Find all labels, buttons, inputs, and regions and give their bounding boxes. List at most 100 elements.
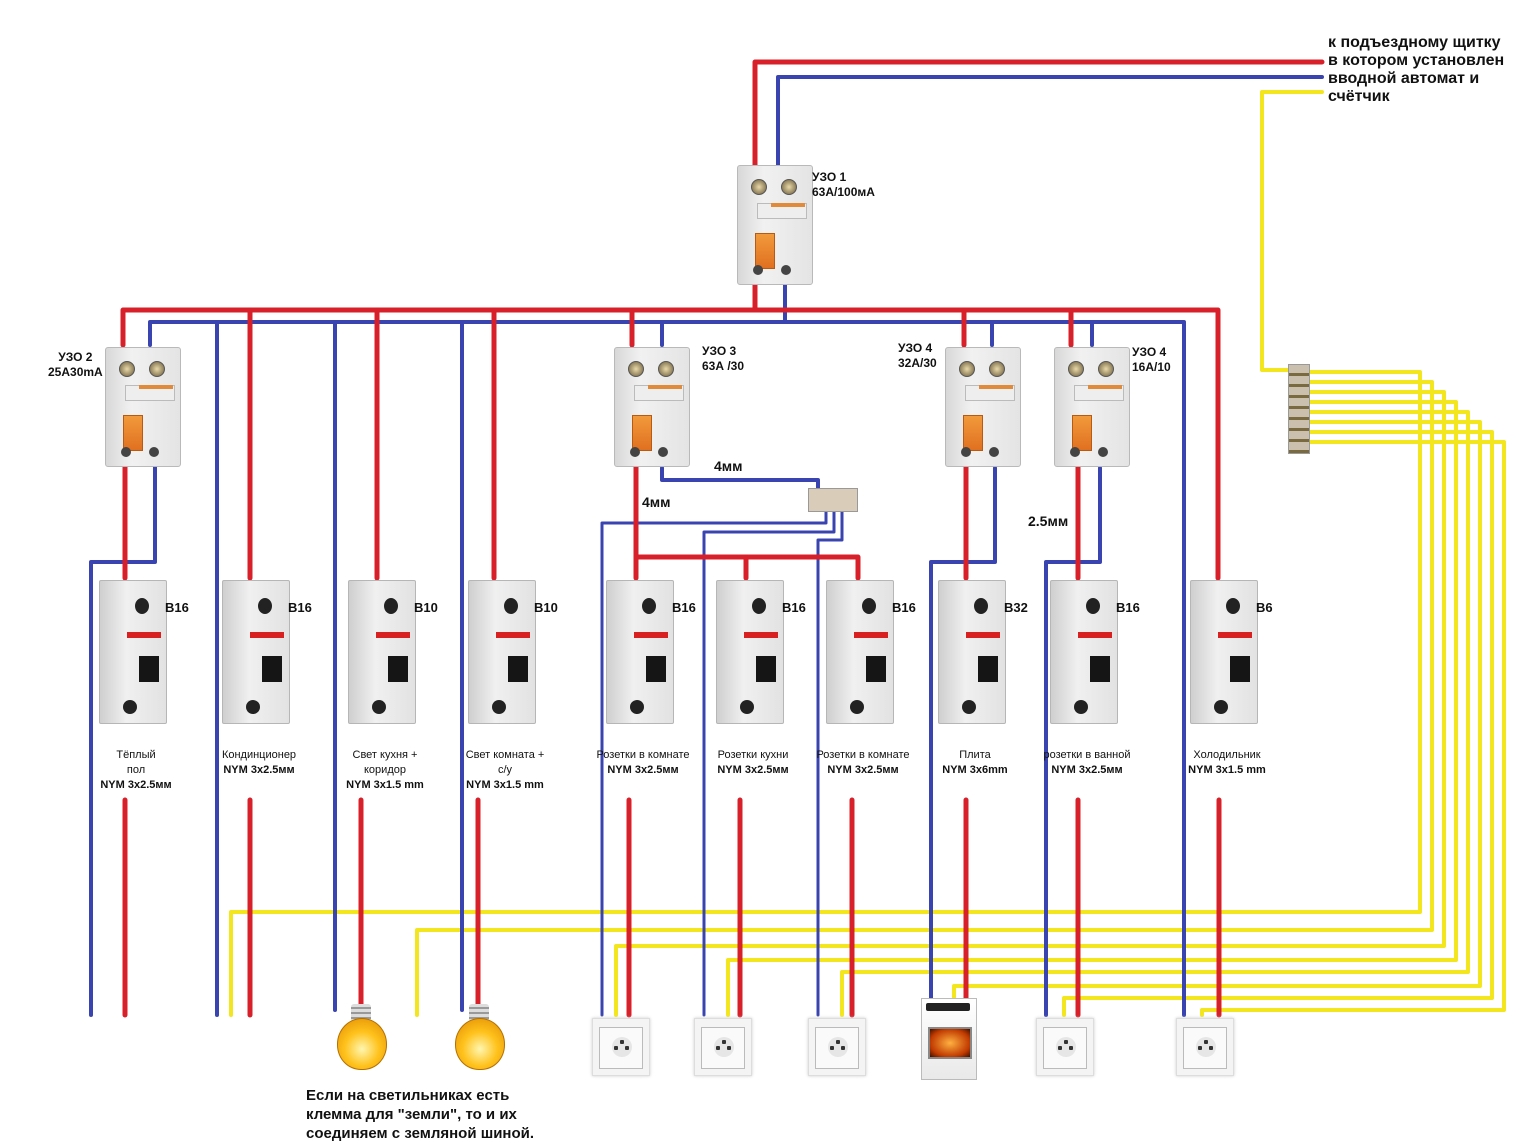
rcd-uzo4b	[1054, 337, 1130, 467]
circuit-name: Розетки кухни	[717, 749, 789, 761]
earth-wire	[415, 380, 1434, 1017]
supply-neutral-wire	[776, 75, 1324, 167]
rcd-uzo4a	[945, 337, 1021, 467]
light-bulb-icon	[334, 1004, 388, 1070]
neutral-bus	[148, 281, 787, 347]
rcd-uzo3	[614, 337, 690, 467]
cable-type: NYM 3x2.5мм	[100, 779, 172, 791]
breaker-rating: B16	[288, 600, 312, 615]
circuit-name: Плита	[959, 749, 991, 761]
power-outlet-icon	[1036, 1018, 1094, 1076]
circuit-breaker	[1050, 572, 1118, 724]
circuit-breaker	[468, 572, 536, 724]
cable-type: NYM 3x2.5мм	[607, 764, 679, 776]
supply-note: к подъездному щитку в котором установлен…	[1328, 34, 1504, 106]
cable-type: NYM 3x1.5 mm	[466, 779, 544, 791]
phase-bus	[752, 307, 1221, 581]
cable-type: NYM 3x2.5мм	[1051, 764, 1123, 776]
cable-type: NYM 3x2.5мм	[827, 764, 899, 776]
circuit-breaker	[606, 572, 674, 724]
neutral-wire	[1044, 466, 1102, 1017]
footnote-line: клемма для "земли", то и их	[306, 1106, 517, 1123]
breaker-rating: B16	[892, 600, 916, 615]
circuit-name: пол	[126, 764, 146, 776]
cable-type: NYM 3x2.5мм	[223, 764, 295, 776]
circuit-name: Тёплый	[116, 749, 156, 761]
circuit-breaker	[1190, 572, 1258, 724]
circuit-name: Розетки в комнате	[816, 749, 910, 761]
wire-size-label: 4мм	[714, 458, 743, 474]
earth-wire	[726, 400, 1458, 1017]
circuit-name: Свет комната +	[465, 749, 545, 761]
circuit-name: Кондинционер	[221, 749, 297, 761]
neutral-busbar	[808, 488, 858, 512]
circuit-name: Розетки в комнате	[596, 749, 690, 761]
neutral-wire	[702, 506, 836, 1017]
neutral-wire	[660, 466, 820, 494]
earth-wire	[1200, 440, 1506, 1017]
neutral-bus	[783, 320, 1186, 1017]
neutral-wire	[816, 506, 844, 1017]
circuit-breaker	[938, 572, 1006, 724]
power-outlet-icon	[808, 1018, 866, 1076]
circuit-name: Свет кухня +	[352, 749, 418, 761]
neutral-wire	[600, 506, 828, 1017]
footnote-line: Если на светильниках есть	[306, 1087, 510, 1104]
circuit-breaker	[99, 572, 167, 724]
earth-wire	[952, 420, 1482, 1002]
breaker-rating: B16	[165, 600, 189, 615]
cable-type: NYM 3x1.5 mm	[346, 779, 424, 791]
earth-wire	[229, 370, 1422, 1017]
breaker-rating: B6	[1256, 600, 1273, 615]
earth-wire	[1062, 430, 1494, 1017]
cable-type: NYM 3x6mm	[942, 764, 1008, 776]
circuit-name: розетки в ванной	[1043, 749, 1131, 761]
supply-note-line: счётчик	[1328, 88, 1390, 105]
wire-size-label: 2.5мм	[1028, 513, 1069, 529]
power-outlet-icon	[1176, 1018, 1234, 1076]
phase-wires	[120, 59, 1325, 1018]
circuit-breaker	[716, 572, 784, 724]
wire-size-label: 4мм	[642, 494, 671, 510]
power-outlet-icon	[592, 1018, 650, 1076]
electric-stove-icon	[921, 998, 977, 1080]
neutral-wire	[929, 466, 997, 1002]
earth-wires	[229, 90, 1506, 1017]
earth-wire	[614, 390, 1446, 1017]
phase-wire	[633, 554, 861, 581]
cable-type: NYM 3x2.5мм	[717, 764, 789, 776]
circuit-breaker	[826, 572, 894, 724]
breaker-rating: B16	[1116, 600, 1140, 615]
breaker-rating: B16	[782, 600, 806, 615]
footnote-line: соединяем с земляной шиной.	[306, 1125, 535, 1142]
supply-phase-wire	[752, 59, 1325, 168]
neutral-wires	[89, 75, 1324, 1017]
circuit-name: Холодильник	[1193, 749, 1261, 761]
breaker-rating: B16	[672, 600, 696, 615]
breaker-rating: B10	[534, 600, 558, 615]
circuit-breaker	[222, 572, 290, 724]
rcd-uzo1	[737, 155, 813, 285]
earth-busbar	[1288, 364, 1310, 454]
supply-note-line: к подъездному щитку	[1328, 34, 1501, 51]
supply-note-line: в котором установлен	[1328, 52, 1505, 69]
earth-wire	[840, 410, 1470, 1017]
circuit-name: с/у	[497, 764, 513, 776]
footnote: Если на светильниках есть клемма для "зе…	[306, 1086, 534, 1143]
